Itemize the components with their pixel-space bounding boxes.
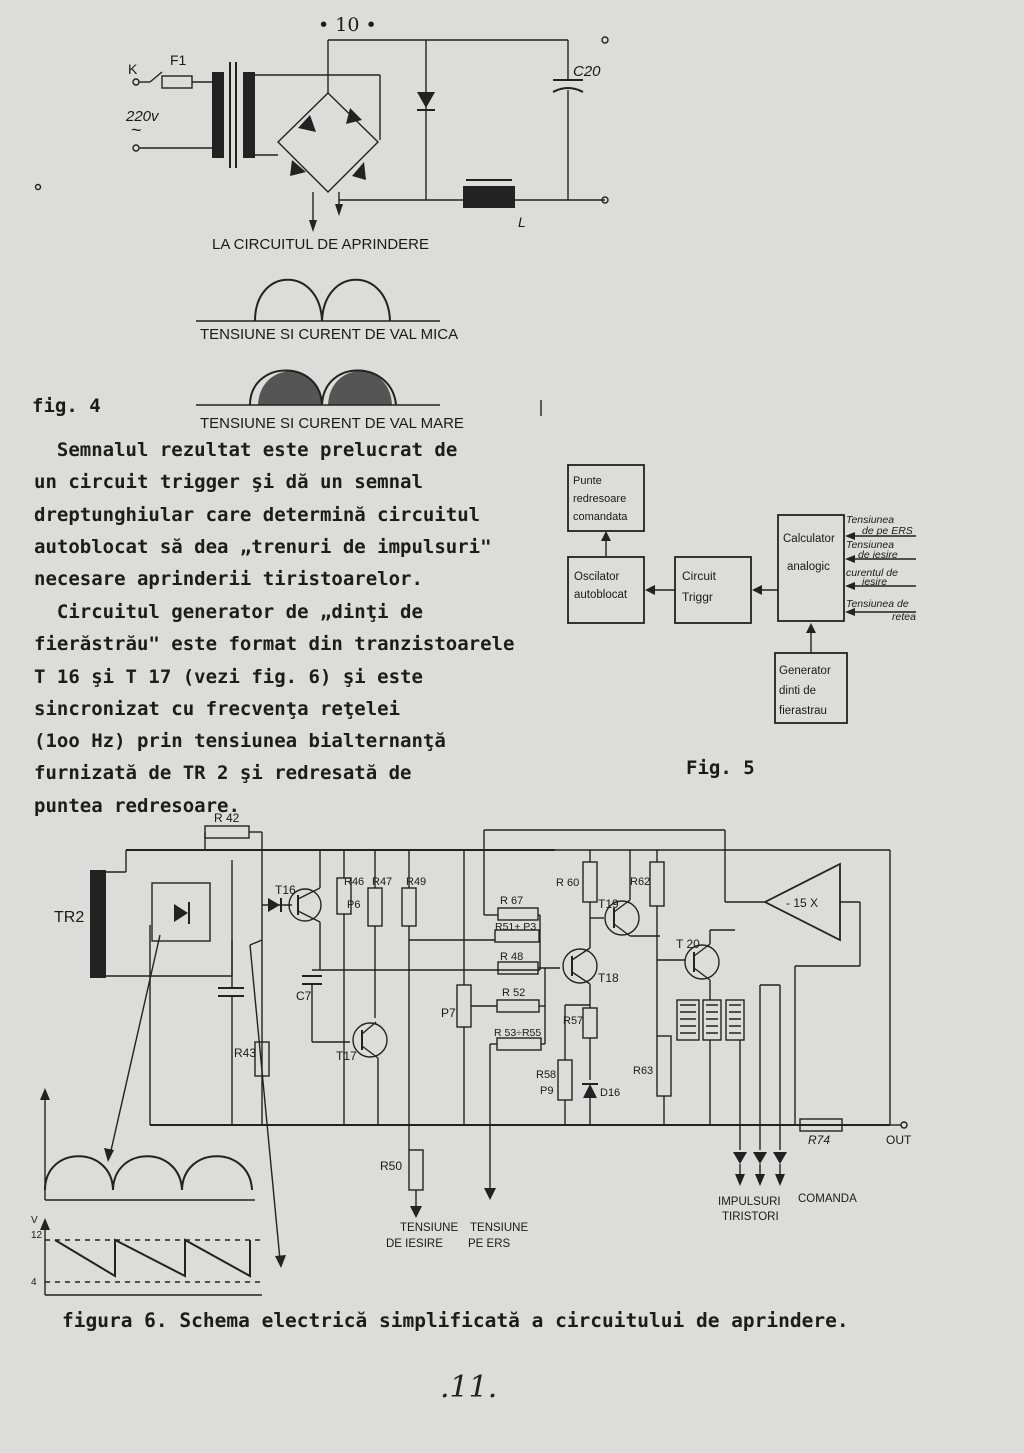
fig6-label-d16: D16 [600,1087,620,1099]
fig4-label-220v: 220v [125,108,160,125]
fig5-label: Fig. 5 [686,757,755,779]
fig6-label-r52: R 52 [502,987,525,999]
fig6-label-r53r55: R 53÷R55 [494,1027,541,1039]
page-number-bottom: .11. [440,1370,498,1405]
page-number-top: • 10 • [318,14,377,36]
fig6-label-comanda: COMANDA [798,1193,857,1205]
fig5-trigger-line2: Triggr [682,590,713,604]
fig5-oscilator-line2: autoblocat [574,589,628,601]
fig5-input-ers-line2: de pe ERS [862,525,913,537]
fig6-schematic: TR2 R 42 R43 [31,811,912,1296]
fig6-label-p6: P6 [347,899,360,911]
fig6-label-v12: 12 [31,1230,43,1241]
fig6-label-tr2: TR2 [54,909,84,926]
fig6-out-iesire-line2: DE IESIRE [386,1238,443,1250]
fig4-label: fig. 4 [32,395,101,417]
fig5-block-calculator [777,514,845,622]
fig6-label-r74: R74 [808,1133,830,1147]
fig5-punte-line3: comandata [573,511,628,523]
fig4-label-c20: C20 [573,63,601,80]
fig6-label-r43: R43 [234,1046,256,1060]
fig6-label-r50: R50 [380,1159,402,1173]
fig6-label-t20: T 20 [676,937,700,951]
fig6-label-r58: R58 [536,1069,556,1081]
fig6-label-impulsuri: IMPULSURI [718,1196,781,1208]
fig6-label-r42: R 42 [214,811,240,825]
fig6-out-ers-line1: TENSIUNE [470,1222,528,1234]
fig6-label-r48: R 48 [500,951,523,963]
fig5-punte-line2: redresoare [573,493,626,505]
fig6-label-c7: C7 [296,989,312,1003]
fig6-label-p7: P7 [441,1006,456,1020]
fig6-label-r47: R47 [372,876,392,888]
fig5-input-retea-line2: retea [892,611,916,623]
fig5-calculator-line1: Calculator [783,533,835,545]
fig6-label-t17: T17 [336,1049,357,1063]
fig5-generator-line2: dinti de [779,685,816,697]
fig4-caption-large: TENSIUNE SI CURENT DE VAL MARE [200,415,464,432]
fig5-block-diagram: Punte redresoare comandata Oscilator aut… [567,464,916,724]
fig4-label-k: K [128,61,138,77]
fig6-label-r60: R 60 [556,877,579,889]
fig6-label-r51p3: R51+ P3 [495,921,536,933]
fig5-oscilator-line1: Oscilator [574,571,620,583]
fig6-caption: figura 6. Schema electrică simplificată … [62,1309,849,1332]
fig6-label-t16: T16 [275,883,296,897]
body-paragraph-1: Semnalul rezultat este prelucrat de un c… [34,439,492,591]
fig6-label-r49: R49 [406,876,426,888]
fig6-label-v4: 4 [31,1277,37,1288]
fig5-input-curent-line1: curentul de [846,567,898,579]
fig5-input-retea-line1: Tensiunea de [846,598,909,610]
fig6-label-r57: R57 [563,1015,583,1027]
fig5-trigger-line1: Circuit [682,569,717,583]
fig6-label-out: OUT [886,1133,912,1147]
fig6-label-t19: T19 [598,897,619,911]
fig5-generator-line1: Generator [779,665,831,677]
fig6-label-amp: - 15 X [786,896,818,910]
fig4-caption-circuit: LA CIRCUITUL DE APRINDERE [212,236,429,253]
fig4-schematic: K F1 220v ~ [34,36,609,432]
fig6-label-r62: R62 [630,876,650,888]
fig4-caption-small: TENSIUNE SI CURENT DE VAL MICA [200,326,458,343]
fig5-input-iesire-line2: de iesire [858,549,898,561]
fig5-input-iesire-line1: Tensiunea [846,539,894,551]
fig4-label-l: L [518,214,526,230]
fig5-generator-line3: fierastrau [779,705,827,717]
fig6-label-v: V [31,1215,38,1226]
fig4-label-ac: ~ [131,120,142,140]
fig6-label-tiristori: TIRISTORI [722,1211,779,1223]
body-paragraph-2: Circuitul generator de „dinţi de fierăst… [34,601,515,817]
fig6-label-t18: T18 [598,971,619,985]
fig5-calculator-line2: analogic [787,561,830,573]
fig6-out-iesire-line1: TENSIUNE [400,1222,458,1234]
fig5-punte-line1: Punte [573,475,602,487]
fig5-input-ers-line1: Tensiunea [846,514,894,526]
fig4-label-f1: F1 [170,52,187,68]
fig6-label-r63: R63 [633,1065,653,1077]
fig6-out-ers-line2: PE ERS [468,1238,511,1250]
fig6-label-r46: R46 [344,876,364,888]
fig5-input-curent-line2: iesire [862,576,887,588]
fig6-label-r67: R 67 [500,895,523,907]
fig6-label-p9: P9 [540,1085,553,1097]
